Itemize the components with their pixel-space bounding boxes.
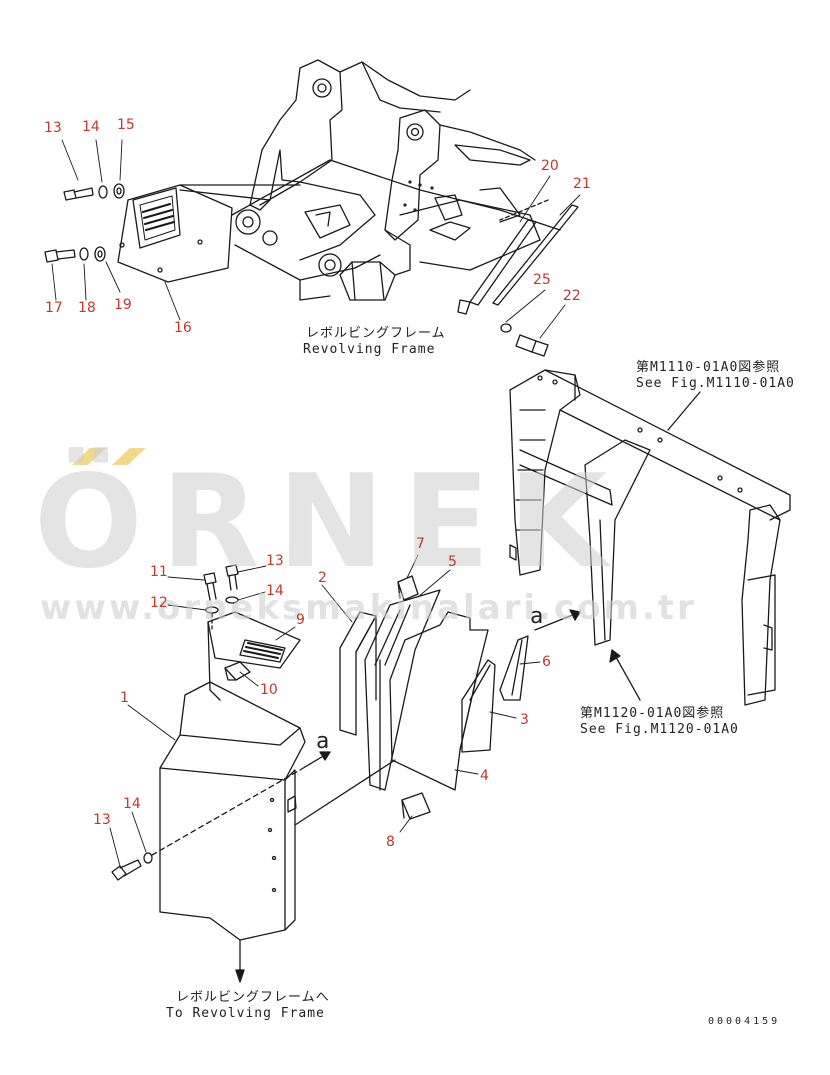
part-label-3: 3 [520, 712, 529, 728]
part-label-14-bottom: 14 [123, 796, 141, 812]
revolving-frame-caption-en: Revolving Frame [303, 342, 436, 357]
part-label-25: 25 [533, 272, 551, 288]
part-label-12: 12 [150, 595, 168, 611]
part-label-14-top: 14 [266, 583, 284, 599]
part-label-17: 15 [117, 117, 135, 133]
part-label-16: 14 [82, 119, 100, 135]
part-label-9: 9 [296, 612, 305, 628]
view-mark-a-lower: a [316, 729, 331, 754]
side-bars-22-25 [457, 199, 579, 357]
figure-reference-1-en: See Fig.M1110-01A0 [636, 376, 795, 391]
part-label-22: 20 [541, 158, 559, 174]
part-label-15: 13 [44, 120, 62, 136]
part-label-18: 16 [174, 320, 192, 336]
to-revolving-frame-jp: レボルビングフレームへ [176, 990, 330, 1005]
bolt-set-13-14-lower [111, 751, 331, 881]
part-label-5: 5 [448, 554, 457, 570]
part-label-4: 4 [480, 768, 489, 784]
revolving-frame-drawing [231, 59, 561, 301]
revolving-frame-caption-jp: レボルビングフレーム [306, 326, 446, 341]
watermark-url: www.orneksmakinalari.com.tr [40, 588, 697, 628]
part-label-20: 18 [78, 300, 96, 316]
part-label-6: 6 [542, 654, 551, 670]
wedge-6-drawing [499, 609, 581, 701]
part-label-23: 21 [573, 176, 591, 192]
figure-reference-2-jp: 第M1120-01A0図参照 [580, 706, 725, 721]
figure-reference-2-en: See Fig.M1120-01A0 [580, 722, 739, 737]
watermark-brand: ÖRNEK [34, 448, 626, 597]
side-cover-1-drawing [159, 681, 396, 983]
bolt-washer-set-19-21 [44, 246, 106, 263]
watermark-accent-right [112, 448, 146, 465]
bolt-washer-set-15-17 [63, 183, 125, 201]
part-label-19: 17 [45, 300, 63, 316]
watermark-accent-left [72, 448, 106, 465]
part-label-7: 7 [416, 536, 425, 552]
part-label-1: 1 [120, 690, 129, 706]
view-mark-a-upper: a [530, 604, 545, 629]
to-revolving-frame-en: To Revolving Frame [166, 1006, 325, 1021]
part-label-11: 11 [150, 564, 168, 580]
figure-reference-1-jp: 第M1110-01A0図参照 [636, 360, 781, 375]
sound-insulation-panels [339, 575, 496, 820]
document-number: 00004159 [708, 1016, 781, 1027]
cab-frame-drawing [509, 369, 791, 706]
part-label-2: 2 [318, 570, 327, 586]
leader-lines [51, 139, 581, 867]
part-label-21: 19 [114, 297, 132, 313]
part-label-10: 10 [260, 682, 278, 698]
part-label-13-top: 13 [266, 553, 284, 569]
cover-plate-18-drawing [117, 184, 301, 283]
top-plate-9-drawing [207, 611, 301, 701]
part-label-24: 22 [563, 288, 581, 304]
part-label-8: 8 [386, 834, 395, 850]
part-label-13-bottom: 13 [93, 812, 111, 828]
